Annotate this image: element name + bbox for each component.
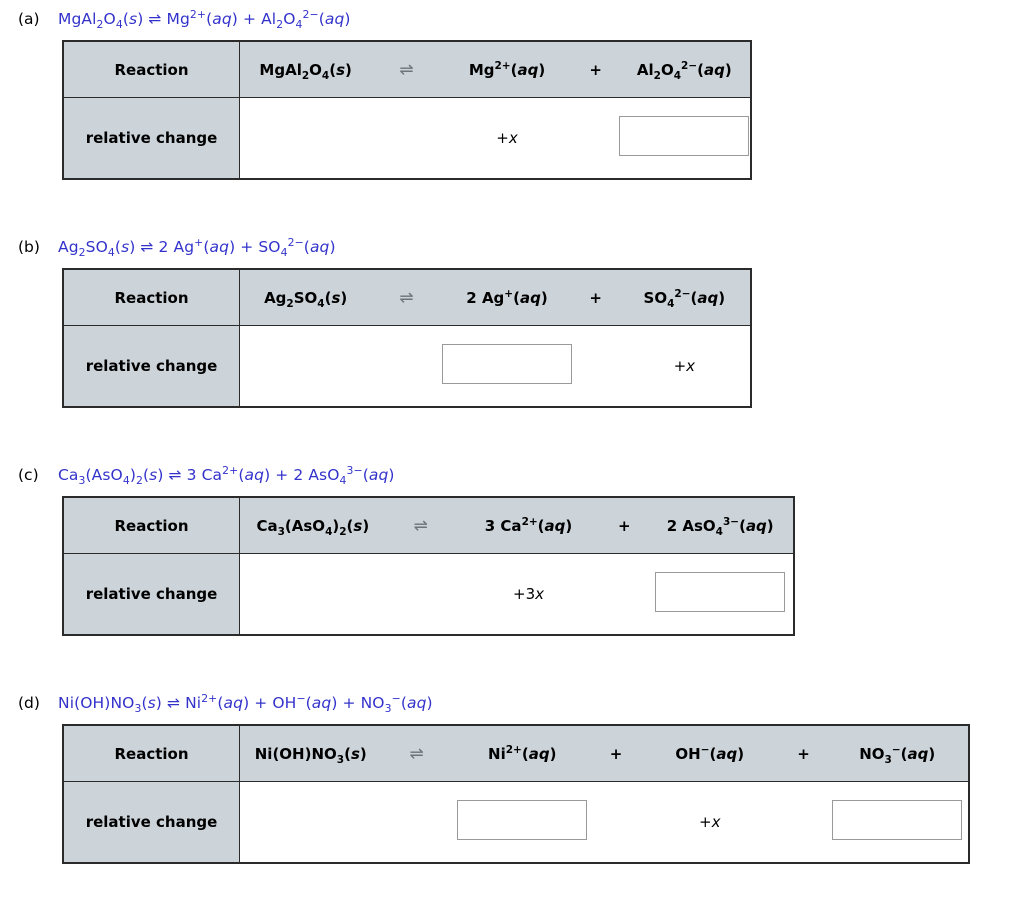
relative-change-row: +3x (240, 572, 793, 616)
problem-equation: Ni(OH)NO3(s) ⇌ Ni2+(aq) + OH−(aq) + NO3−… (58, 691, 433, 716)
problem-equation: Ca3(AsO4)2(s) ⇌ 3 Ca2+(aq) + 2 AsO43−(aq… (58, 463, 395, 488)
row-header-reaction: Reaction (62, 724, 240, 782)
plus-sign: + (618, 516, 631, 535)
relative-change-input-1[interactable] (441, 344, 572, 384)
change-product-2[interactable] (647, 572, 793, 616)
table-row: relative change +3x (62, 553, 795, 636)
species-product-1: 3 Ca2+(aq) (484, 515, 573, 535)
species-reactant: Ni(OH)NO3(s) (254, 744, 367, 766)
species-product-1: 2 Ag+(aq) (466, 287, 548, 307)
relative-change-input-3[interactable] (832, 800, 963, 840)
relative-change-input-2[interactable] (619, 116, 750, 156)
problem-prompt: (a) MgAl2O4(s) ⇌ Mg2+(aq) + Al2O42−(aq) (0, 7, 1024, 40)
table-row: relative change +x (62, 781, 970, 864)
reaction-species-cell: Ag2SO4(s) ⇌ 2 Ag+(aq) + SO42−(aq) (239, 268, 752, 326)
problem-prompt: (c) Ca3(AsO4)2(s) ⇌ 3 Ca2+(aq) + 2 AsO43−… (0, 463, 1024, 496)
problem-prompt: (d) Ni(OH)NO3(s) ⇌ Ni2+(aq) + OH−(aq) + N… (0, 691, 1024, 724)
plus-sign: + (609, 744, 623, 763)
change-product-2: +x (699, 813, 721, 831)
table-row: relative change +x (62, 97, 752, 180)
change-product-1: +x (496, 129, 518, 147)
relative-change-cell: +x (239, 781, 970, 864)
problem-prompt: (b) Ag2SO4(s) ⇌ 2 Ag+(aq) + SO42−(aq) (0, 235, 1024, 268)
table-row: Reaction Ag2SO4(s) ⇌ 2 Ag+(aq) + SO42−(aq) (62, 268, 752, 326)
species-product-2: 2 AsO43−(aq) (666, 515, 774, 538)
species-product-3: NO3−(aq) (859, 743, 936, 766)
problem-label: (a) (18, 10, 40, 28)
species-reactant: Ca3(AsO4)2(s) (256, 516, 370, 538)
table-row: Reaction MgAl2O4(s) ⇌ Mg2+(aq) + Al2O42−(aq) (62, 40, 752, 98)
row-header-reaction: Reaction (62, 268, 240, 326)
problem-label: (d) (18, 694, 40, 712)
row-header-relative-change: relative change (62, 553, 240, 636)
row-header-reaction: Reaction (62, 40, 240, 98)
species-header-row: Ca3(AsO4)2(s) ⇌ 3 Ca2+(aq) +2 AsO43−(aq) (240, 515, 793, 538)
species-product-2: SO42−(aq) (643, 287, 726, 310)
relative-change-row: +x (240, 800, 968, 844)
ice-table: Reaction MgAl2O4(s) ⇌ Mg2+(aq) + Al2O42−(aq) r… (62, 40, 752, 180)
ice-table: Reaction Ni(OH)NO3(s) ⇌ Ni2+(aq) + OH−(aq) + NO… (62, 724, 970, 864)
reaction-species-cell: MgAl2O4(s) ⇌ Mg2+(aq) + Al2O42−(aq) (239, 40, 752, 98)
ice-table-container: Reaction Ag2SO4(s) ⇌ 2 Ag+(aq) + SO42−(aq) rel… (0, 268, 1024, 408)
problem-equation: MgAl2O4(s) ⇌ Mg2+(aq) + Al2O42−(aq) (58, 7, 351, 32)
species-product-2: OH−(aq) (675, 743, 745, 763)
change-product-1[interactable] (452, 800, 594, 844)
problem-a: (a)MgAl2O4(s) ⇌ Mg2+(aq) + Al2O42−(aq)Re… (0, 7, 1024, 180)
species-reactant: Ag2SO4(s) (264, 288, 348, 310)
row-header-reaction: Reaction (62, 496, 240, 554)
change-product-2: +x (673, 357, 696, 375)
relative-change-input-2[interactable] (655, 572, 786, 612)
plus-sign: + (589, 60, 602, 79)
relative-change-row: +x (240, 344, 750, 388)
change-product-3[interactable] (827, 800, 969, 844)
table-row: Reaction Ca3(AsO4)2(s) ⇌ 3 Ca2+(aq) +2 AsO43… (62, 496, 795, 554)
ice-table: Reaction Ca3(AsO4)2(s) ⇌ 3 Ca2+(aq) +2 AsO43… (62, 496, 795, 636)
ice-table-container: Reaction Ca3(AsO4)2(s) ⇌ 3 Ca2+(aq) +2 AsO43… (0, 496, 1024, 636)
equilibrium-arrow-icon: ⇌ (399, 59, 414, 80)
equilibrium-arrow-icon: ⇌ (413, 515, 428, 536)
equilibrium-arrow-icon: ⇌ (409, 743, 424, 764)
row-header-relative-change: relative change (62, 781, 240, 864)
problem-label: (b) (18, 238, 40, 256)
species-header-row: MgAl2O4(s) ⇌ Mg2+(aq) + Al2O42−(aq) (240, 59, 750, 82)
ice-table-container: Reaction MgAl2O4(s) ⇌ Mg2+(aq) + Al2O42−(aq) r… (0, 40, 1024, 180)
plus-sign: + (589, 288, 602, 307)
relative-change-cell: +x (239, 325, 752, 408)
equilibrium-arrow-icon: ⇌ (399, 287, 414, 308)
reaction-species-cell: Ca3(AsO4)2(s) ⇌ 3 Ca2+(aq) +2 AsO43−(aq) (239, 496, 795, 554)
species-reactant: MgAl2O4(s) (259, 60, 352, 82)
species-product-1: Ni2+(aq) (488, 743, 557, 763)
table-row: relative change +x (62, 325, 752, 408)
problem-label: (c) (18, 466, 39, 484)
problem-equation: Ag2SO4(s) ⇌ 2 Ag+(aq) + SO42−(aq) (58, 235, 336, 260)
relative-change-cell: +x (239, 97, 752, 180)
plus-sign: + (797, 744, 810, 763)
row-header-relative-change: relative change (62, 97, 240, 180)
change-product-2[interactable] (619, 116, 750, 160)
problem-d: (d) Ni(OH)NO3(s) ⇌ Ni2+(aq) + OH−(aq) + N… (0, 691, 1024, 864)
table-row: Reaction Ni(OH)NO3(s) ⇌ Ni2+(aq) + OH−(aq) + NO… (62, 724, 970, 782)
species-product-2: Al2O42−(aq) (636, 59, 732, 82)
row-header-relative-change: relative change (62, 325, 240, 408)
relative-change-row: +x (240, 116, 750, 160)
species-header-row: Ni(OH)NO3(s) ⇌ Ni2+(aq) + OH−(aq) + NO3−(aq) (240, 743, 968, 766)
problem-c: (c) Ca3(AsO4)2(s) ⇌ 3 Ca2+(aq) + 2 AsO43−… (0, 463, 1024, 636)
relative-change-cell: +3x (239, 553, 795, 636)
reaction-species-cell: Ni(OH)NO3(s) ⇌ Ni2+(aq) + OH−(aq) + NO3−(aq) (239, 724, 970, 782)
species-product-1: Mg2+(aq) (468, 59, 546, 79)
ice-table-container: Reaction Ni(OH)NO3(s) ⇌ Ni2+(aq) + OH−(aq) + NO… (0, 724, 1024, 864)
species-header-row: Ag2SO4(s) ⇌ 2 Ag+(aq) + SO42−(aq) (240, 287, 750, 310)
change-product-1[interactable] (441, 344, 572, 388)
change-product-1: +3x (513, 585, 545, 603)
relative-change-input-1[interactable] (457, 800, 588, 840)
problem-b: (b)Ag2SO4(s) ⇌ 2 Ag+(aq) + SO42−(aq)Reac… (0, 235, 1024, 408)
ice-table: Reaction Ag2SO4(s) ⇌ 2 Ag+(aq) + SO42−(aq) rel… (62, 268, 752, 408)
